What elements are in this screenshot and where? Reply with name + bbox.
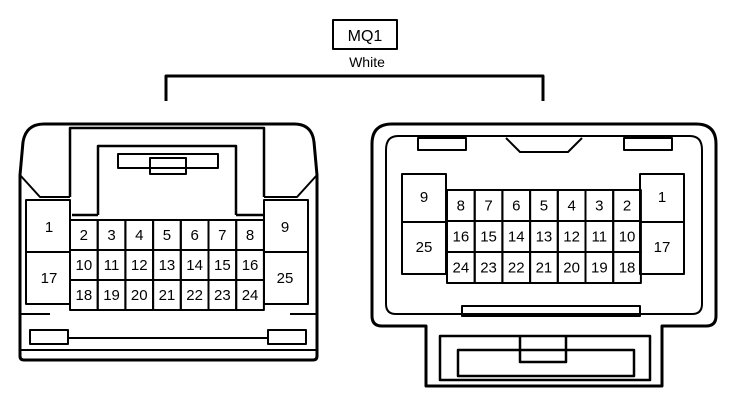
left-pin-label-right-bottom: 25 bbox=[277, 270, 294, 287]
right-connector-foot bbox=[438, 334, 652, 382]
left-pin-label: 3 bbox=[107, 227, 115, 244]
right-pin-label: 15 bbox=[480, 229, 497, 246]
left-pin-label: 13 bbox=[159, 257, 176, 274]
left-pin-label-left-bottom: 17 bbox=[41, 270, 58, 287]
right-pin-label: 3 bbox=[595, 198, 603, 215]
right-pin-label: 5 bbox=[540, 198, 548, 215]
left-pin-label: 22 bbox=[186, 287, 203, 304]
right-pin-label: 20 bbox=[563, 260, 580, 277]
left-pin-label: 11 bbox=[104, 257, 120, 274]
left-pin-label: 5 bbox=[163, 227, 171, 244]
left-pin-label: 20 bbox=[131, 287, 148, 304]
left-connector-latch-detail bbox=[117, 153, 219, 175]
left-pin-label: 21 bbox=[159, 287, 176, 304]
right-connector-bottom-rail bbox=[461, 305, 641, 317]
right-pin-label-right-bottom: 17 bbox=[654, 239, 671, 256]
left-pin-label: 4 bbox=[135, 227, 143, 244]
right-pin-label: 21 bbox=[536, 260, 553, 277]
right-connector: 8 7 6 5 4 3 2 16 15 14 13 12 11 10 24 23 22 21 20 19 18 9 25… bbox=[370, 122, 718, 388]
connector-color-label: White bbox=[349, 54, 385, 70]
left-pin-label: 14 bbox=[186, 257, 203, 274]
right-pin-label: 10 bbox=[619, 229, 636, 246]
right-pin-label: 13 bbox=[536, 229, 553, 246]
left-pin-label: 6 bbox=[190, 227, 198, 244]
right-pin-label: 22 bbox=[508, 260, 525, 277]
connector-name: MQ1 bbox=[348, 28, 383, 45]
left-connector-side-boxes bbox=[25, 199, 309, 305]
left-pin-label: 15 bbox=[214, 257, 231, 274]
right-pin-cell bbox=[612, 251, 642, 284]
left-pin-label: 7 bbox=[218, 227, 226, 244]
left-connector-bottom-ledge bbox=[20, 313, 317, 351]
right-pin-label: 16 bbox=[453, 229, 470, 246]
right-connector-top-keys bbox=[417, 137, 673, 153]
left-connector-body bbox=[18, 122, 319, 362]
connector-name-box bbox=[332, 19, 398, 50]
right-pin-label: 19 bbox=[591, 260, 608, 277]
left-pin-label-right-top: 9 bbox=[281, 219, 289, 236]
right-pin-label: 2 bbox=[623, 198, 631, 215]
right-connector-body bbox=[370, 122, 718, 388]
right-pin-label: 4 bbox=[567, 198, 575, 215]
left-pin-label: 23 bbox=[214, 287, 231, 304]
left-pin-label: 10 bbox=[76, 257, 93, 274]
right-pin-label: 24 bbox=[453, 260, 470, 277]
right-pin-label: 11 bbox=[592, 229, 608, 246]
left-pin-label: 24 bbox=[242, 287, 259, 304]
right-pin-label: 7 bbox=[484, 198, 492, 215]
right-pin-label: 14 bbox=[508, 229, 525, 246]
left-pin-label: 12 bbox=[131, 257, 148, 274]
right-pin-label: 6 bbox=[512, 198, 520, 215]
left-pin-label: 18 bbox=[76, 287, 93, 304]
connector-header: MQ1 White bbox=[164, 19, 545, 101]
right-pin-grid: 8 7 6 5 4 3 2 16 15 14 13 12 11 10 24 23 22 21 20 19 18 bbox=[446, 189, 642, 284]
right-pin-label: 18 bbox=[619, 260, 636, 277]
left-connector-shoulders bbox=[19, 174, 318, 198]
right-pin-label: 12 bbox=[563, 229, 580, 246]
connector-bracket bbox=[164, 74, 545, 101]
right-connector-inner bbox=[385, 135, 703, 315]
right-pin-label-right-top: 1 bbox=[658, 189, 666, 206]
right-pin-label-left-bottom: 25 bbox=[416, 239, 433, 256]
right-pin-label: 8 bbox=[457, 198, 465, 215]
right-pin-label-left-top: 9 bbox=[420, 189, 428, 206]
right-pin-label: 23 bbox=[480, 260, 497, 277]
left-pin-label-left-top: 1 bbox=[45, 219, 53, 236]
left-pin-label: 16 bbox=[242, 257, 259, 274]
left-pin-label: 19 bbox=[103, 287, 120, 304]
left-pin-label: 8 bbox=[246, 227, 254, 244]
left-pin-label: 2 bbox=[80, 227, 88, 244]
left-connector-latch bbox=[68, 126, 266, 217]
